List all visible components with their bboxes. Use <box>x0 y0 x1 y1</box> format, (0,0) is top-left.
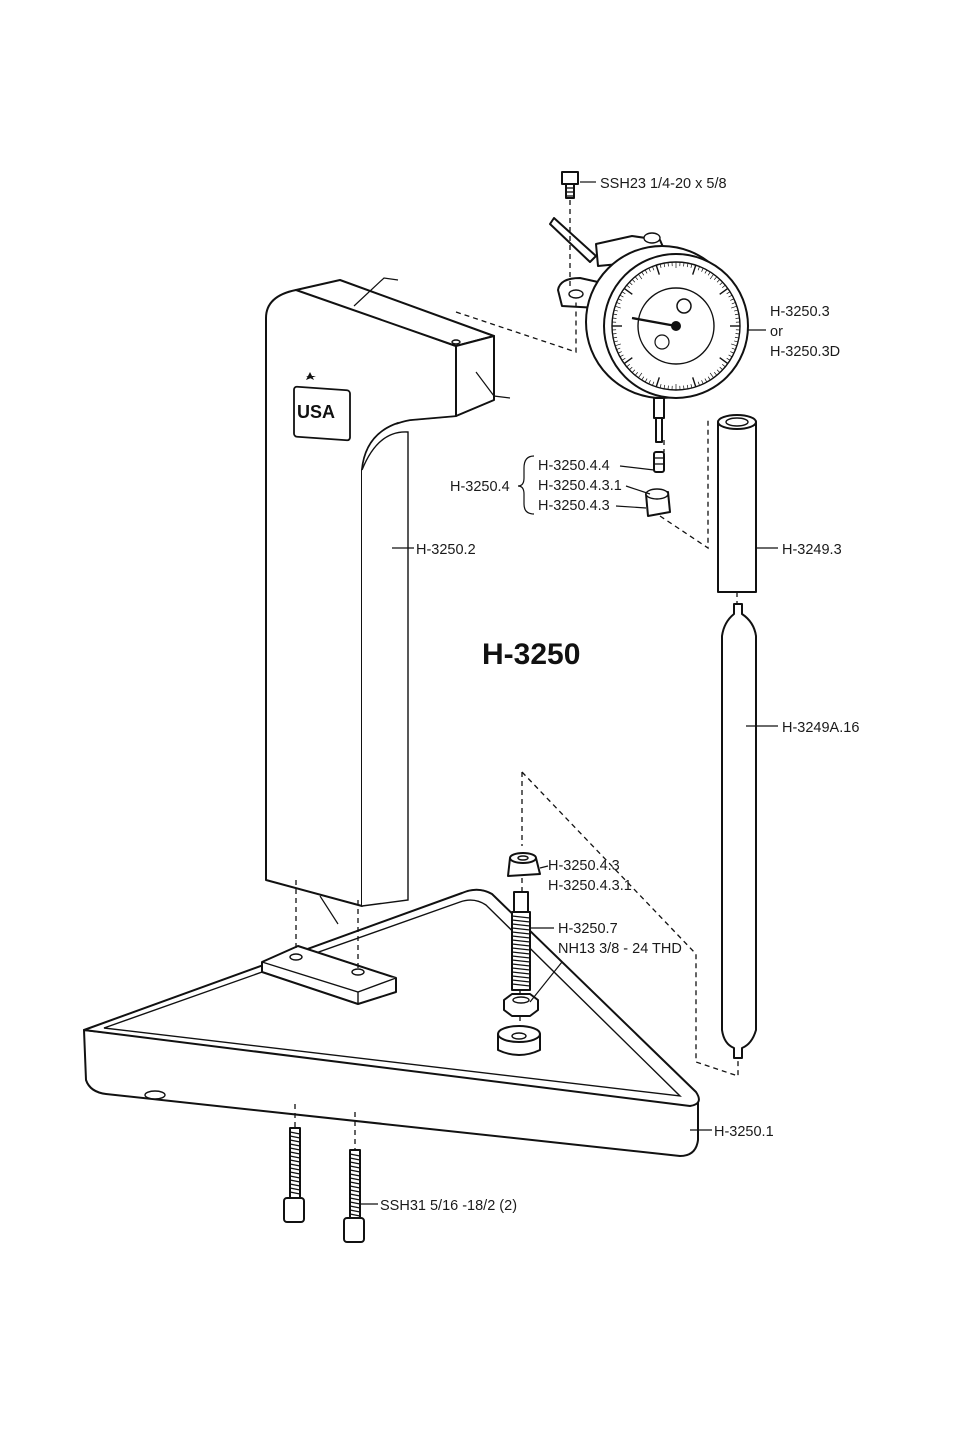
threaded-stud <box>511 891 531 991</box>
label-indicator-or: or <box>770 324 783 340</box>
dial-ticks <box>612 262 740 390</box>
label-group-item-2: H-3250.4.3.1 <box>538 478 622 494</box>
base-boss <box>497 1025 541 1056</box>
dial-indicator <box>549 217 749 443</box>
label-screws-bottom: SSH31 5/16 -18/2 (2) <box>380 1198 517 1214</box>
label-anvil-2: H-3250.4.3.1 <box>548 878 632 894</box>
label-group: H-3250.4 <box>450 479 510 495</box>
label-group-item-1: H-3250.4.4 <box>538 458 610 474</box>
label-base: H-3250.1 <box>714 1124 774 1140</box>
label-rod: H-3249A.16 <box>782 720 859 736</box>
label-indicator-alt: H-3250.3D <box>770 344 840 360</box>
part-labels: SSH23 1/4-20 x 5/8 H-3250.3 or H-3250.3D… <box>380 176 859 1214</box>
assembly-lines <box>294 200 739 1150</box>
sleeve <box>717 414 757 593</box>
screw-ssh23 <box>561 171 579 199</box>
label-screw-top: SSH23 1/4-20 x 5/8 <box>600 176 727 192</box>
usa-logo: USA <box>293 372 351 442</box>
column <box>261 277 511 1005</box>
label-stud: H-3250.7 <box>558 921 618 937</box>
leader-lines <box>360 181 778 1205</box>
logo-text: USA <box>297 402 335 422</box>
diagram-title: H-3250 <box>482 638 580 671</box>
socket-screw-right <box>343 1149 365 1243</box>
hex-nut <box>503 993 539 1017</box>
socket-screw-left <box>283 1127 305 1223</box>
contact-points-upper <box>645 451 671 517</box>
label-sleeve: H-3249.3 <box>782 542 842 558</box>
label-indicator: H-3250.3 <box>770 304 830 320</box>
anvil-lower <box>507 852 541 877</box>
label-nut: NH13 3/8 - 24 THD <box>558 941 682 957</box>
label-column: H-3250.2 <box>416 542 476 558</box>
label-group-item-3: H-3250.4.3 <box>538 498 610 514</box>
label-anvil-1: H-3250.4.3 <box>548 858 620 874</box>
rod <box>721 603 757 1059</box>
